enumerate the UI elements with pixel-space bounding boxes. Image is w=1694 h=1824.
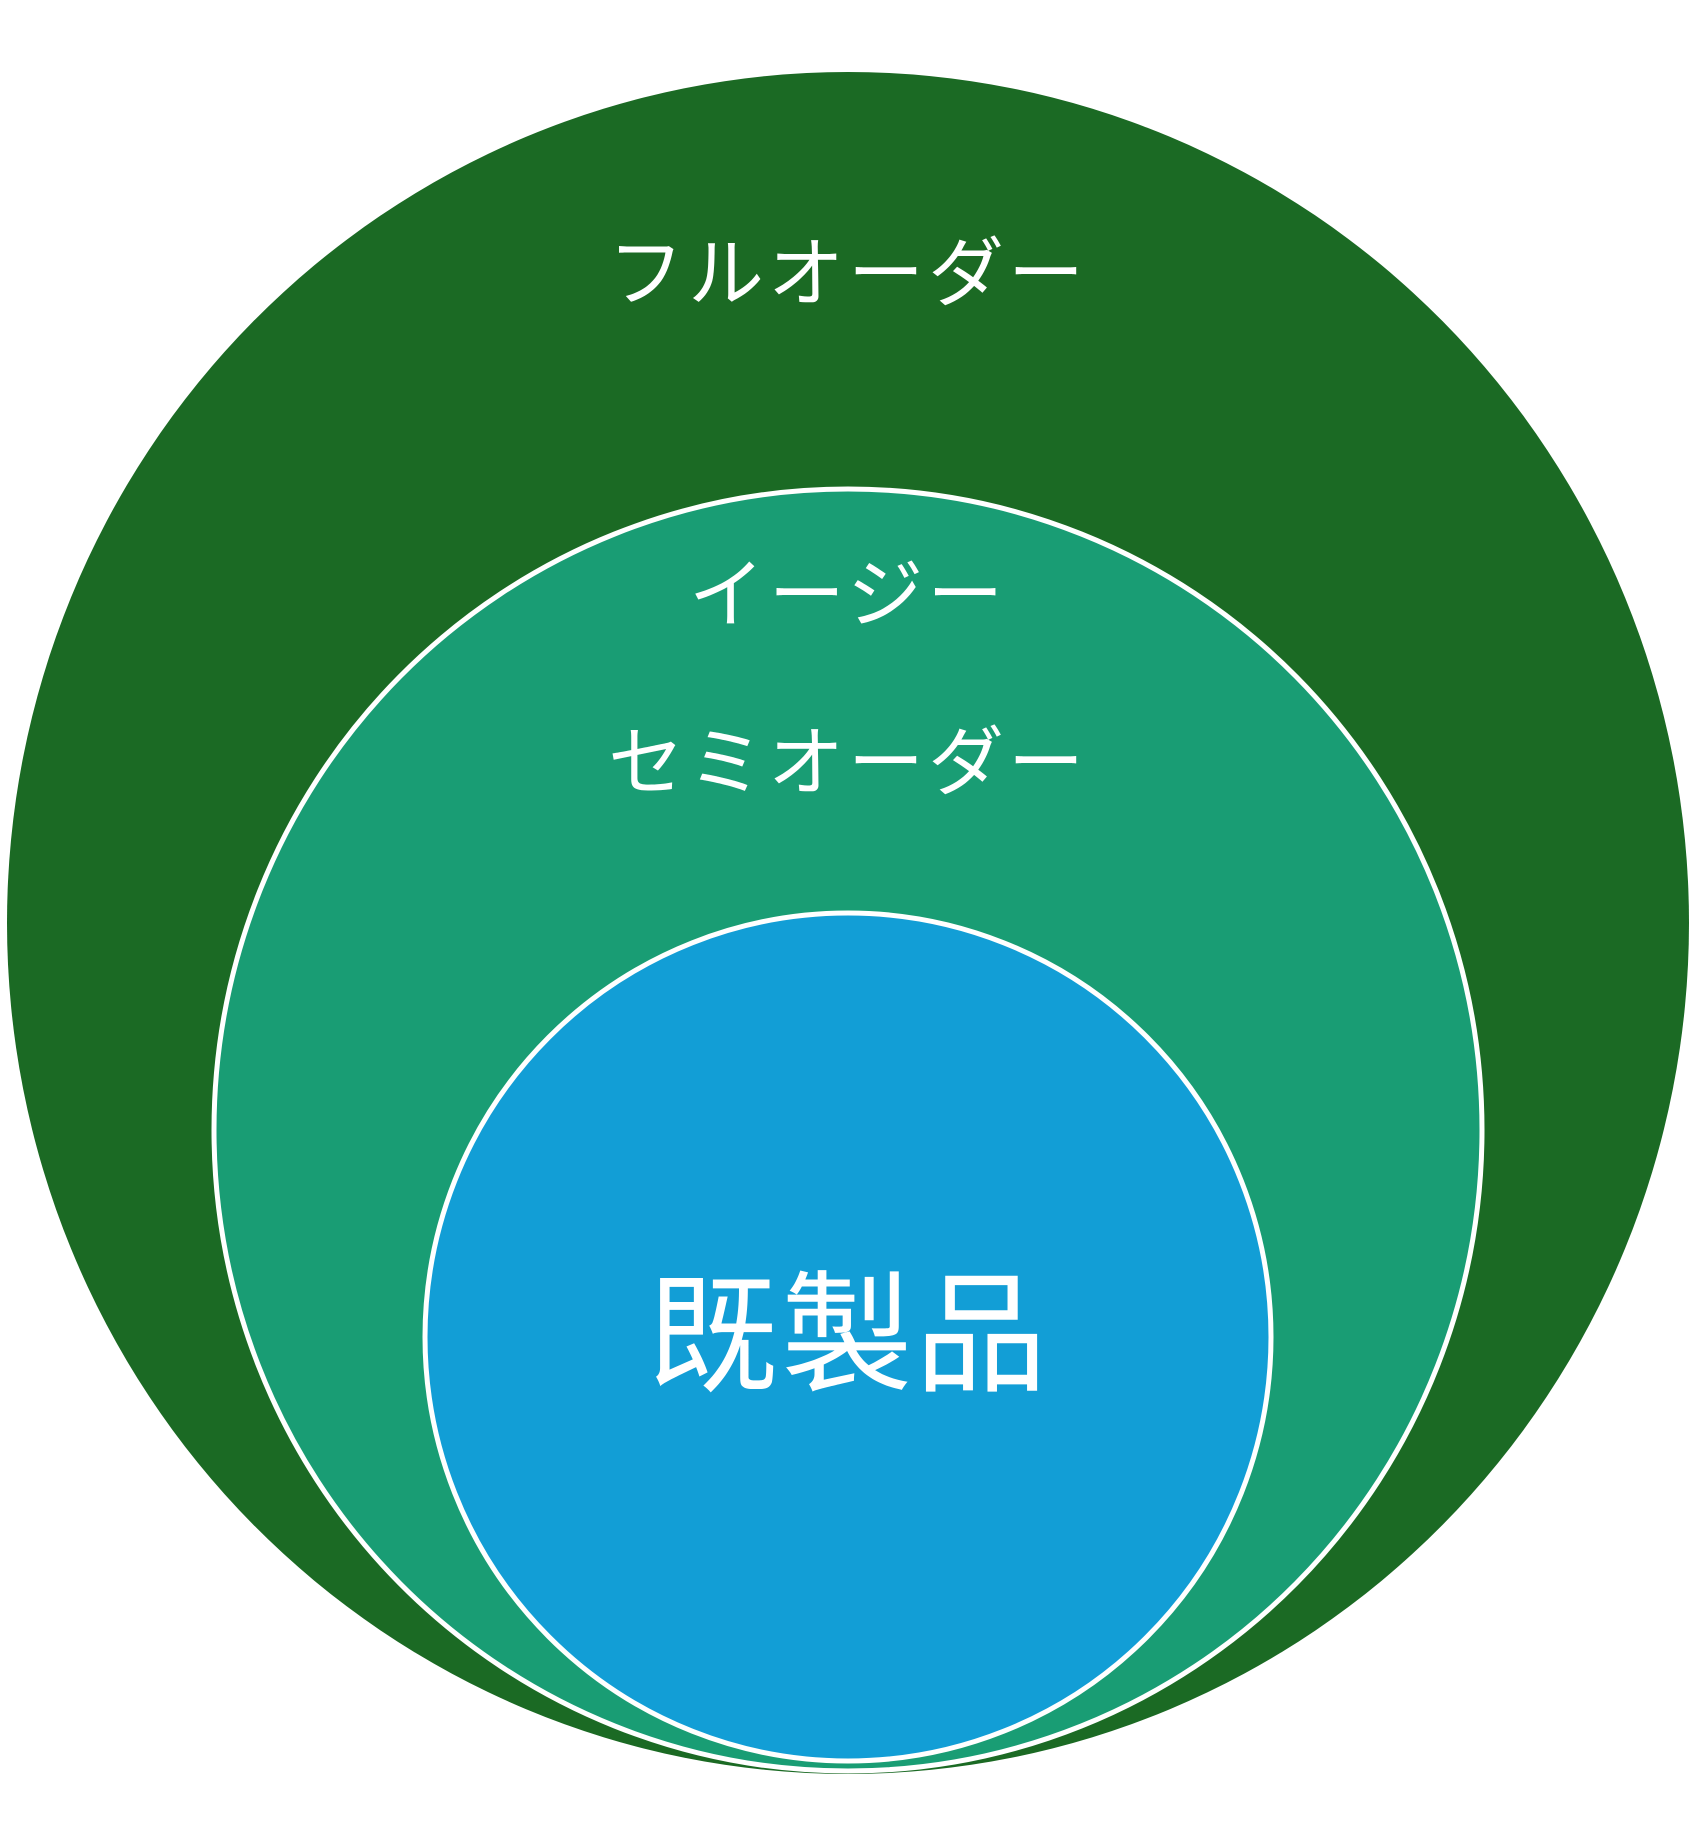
inner-circle-label: 既製品 — [647, 1259, 1049, 1413]
inner-circle-ready-made — [422, 910, 1274, 1764]
outer-circle-label: フルオーダー — [608, 229, 1088, 318]
middle-circle-label-line1: イージー — [689, 550, 1007, 639]
middle-circle-label-line2: セミオーダー — [608, 718, 1088, 807]
